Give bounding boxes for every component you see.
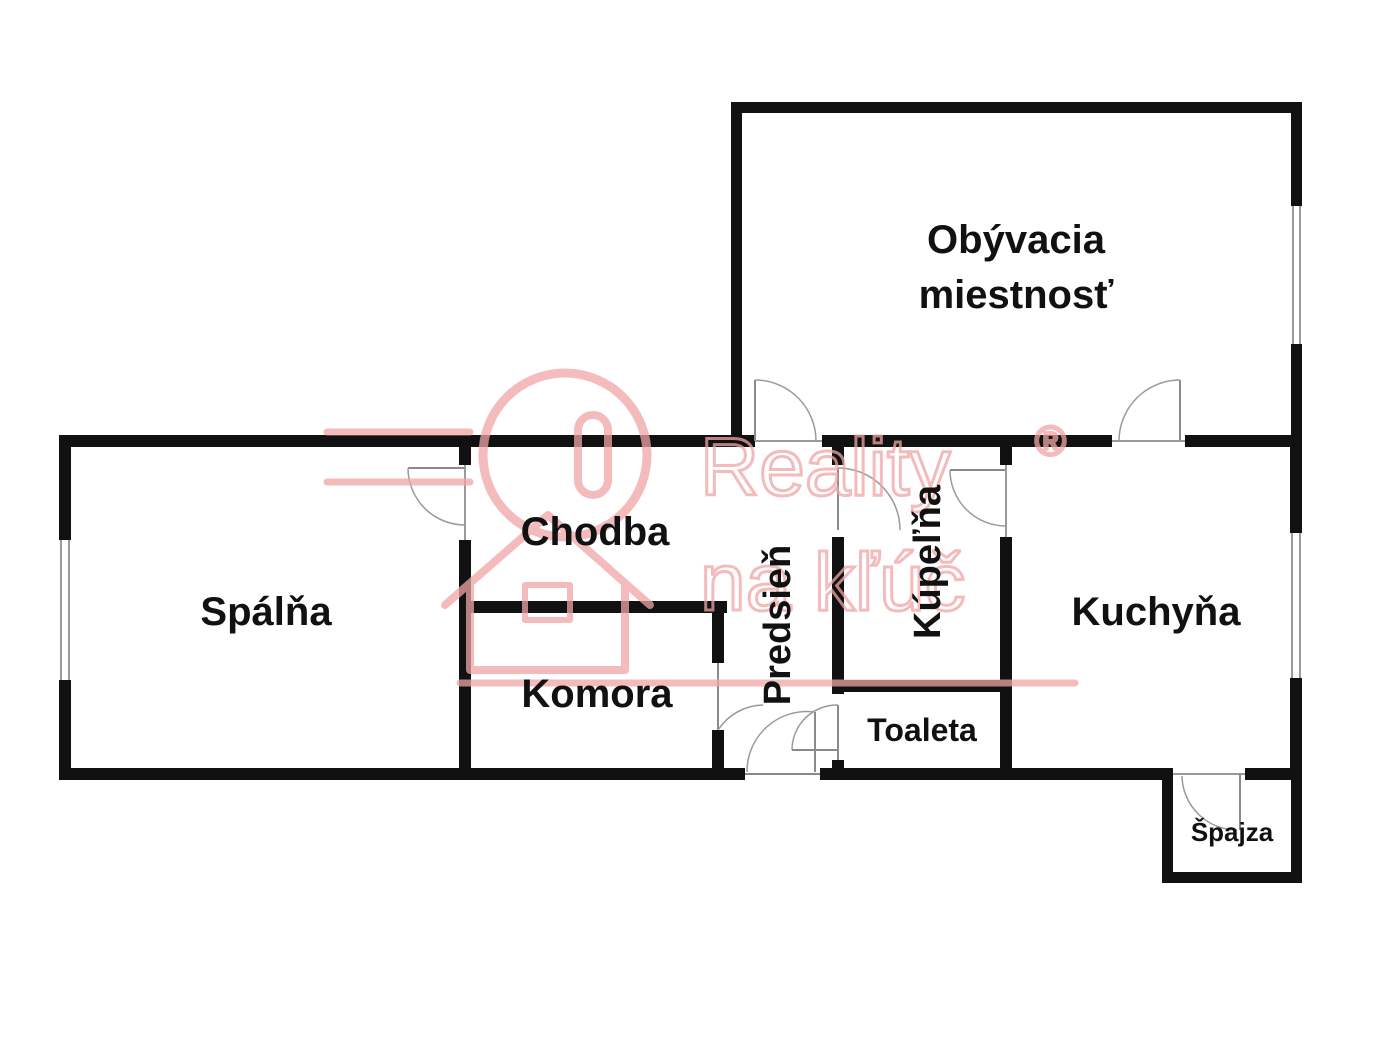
wall-komora-right-bottom — [712, 730, 724, 780]
door-living-right — [1112, 379, 1185, 442]
wall-pantry-bottom — [1162, 872, 1302, 883]
window-bedroom-left — [60, 540, 70, 680]
wall-bath-right-top — [1000, 435, 1012, 465]
door-bathroom — [837, 467, 901, 531]
door-entrance — [745, 710, 820, 775]
label-kupelna: Kúpeľňa — [907, 484, 949, 639]
watermark-logo: Reality na kľúč ® — [323, 368, 1079, 687]
label-komora: Komora — [521, 672, 673, 716]
watermark-circle-icon — [478, 368, 652, 542]
wall-bedroom-right-top — [459, 435, 471, 465]
wall-komora-top — [459, 601, 727, 613]
wall-living-right-lower — [1291, 344, 1302, 447]
label-obyvacia-line2: miestnosť — [919, 273, 1115, 317]
door-bedroom — [407, 465, 466, 540]
wall-bath-right — [1000, 537, 1012, 780]
door-komora — [717, 663, 764, 731]
window-kitchen-right — [1291, 533, 1301, 678]
wall-left-lower — [59, 680, 71, 780]
door-toilet — [791, 704, 839, 760]
wall-pantry-right — [1291, 768, 1302, 883]
wall-bottom-mid — [820, 768, 1165, 780]
watermark-window-icon — [522, 582, 573, 623]
doors — [407, 379, 1245, 831]
label-spalna: Spálňa — [200, 590, 332, 634]
wall-left-upper — [59, 435, 71, 540]
wall-kitchen-right-lower — [1290, 678, 1302, 780]
wall-toilet-left-bottom — [832, 760, 844, 780]
wall-living-top — [731, 102, 1302, 113]
wall-bottom-right-stub — [1245, 768, 1302, 780]
label-kuchyna: Kuchyňa — [1072, 590, 1242, 634]
wall-kitchen-right-upper — [1290, 435, 1302, 533]
door-pantry — [1173, 773, 1245, 831]
door-kitchen — [949, 465, 1007, 537]
window-living-right — [1292, 206, 1301, 344]
door-living-left — [754, 379, 822, 442]
wall-main-top-right — [1185, 435, 1302, 447]
watermark-house-icon — [441, 511, 654, 674]
wall-living-left — [731, 102, 742, 447]
label-spajza: Špajza — [1191, 817, 1274, 847]
label-toaleta: Toaleta — [867, 712, 977, 748]
wall-bath-left-top — [832, 435, 844, 465]
walls — [59, 102, 1302, 883]
watermark-registered-mark: ® — [1035, 417, 1066, 464]
wall-bottom-left — [59, 768, 745, 780]
watermark-text-reality: Reality — [700, 422, 951, 513]
room-labels: Obývacia miestnosť Chodba Spálňa Komora … — [200, 218, 1273, 847]
label-chodba: Chodba — [521, 510, 671, 554]
wall-pantry-left — [1162, 768, 1173, 883]
label-obyvacia-line1: Obývacia — [927, 218, 1106, 262]
wall-komora-right-top — [712, 601, 724, 663]
wall-bath-left — [832, 537, 844, 694]
label-predsien: Predsieň — [757, 545, 799, 706]
watermark-text-nakluc: na kľúč — [700, 537, 966, 628]
wall-main-top-mid — [822, 435, 1112, 447]
wall-living-right-upper — [1291, 102, 1302, 206]
watermark-key-icon — [574, 411, 612, 499]
windows — [60, 206, 1301, 680]
